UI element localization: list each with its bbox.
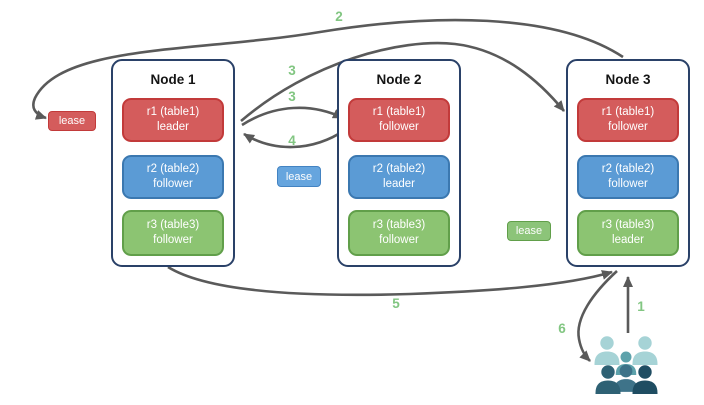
step-label-4: 4 bbox=[288, 133, 296, 148]
arrow-step-5-node1-to-node3 bbox=[167, 265, 613, 297]
step-label-6: 6 bbox=[558, 321, 566, 336]
replica-label: r2 (table2) bbox=[601, 163, 655, 176]
replica-role: leader bbox=[157, 121, 189, 133]
replica-label: r3 (table3) bbox=[601, 219, 655, 232]
users-icon bbox=[594, 336, 658, 394]
replica-label: r3 (table3) bbox=[372, 219, 426, 232]
lease-badge-r1: lease bbox=[48, 111, 96, 131]
node3-replica-r1: r1 (table1) follower bbox=[577, 98, 679, 142]
replica-role: follower bbox=[379, 234, 419, 246]
step-label-3b: 3 bbox=[288, 89, 296, 104]
arrow-step-3-node1-to-node2 bbox=[241, 106, 344, 127]
node-3: Node 3 r1 (table1) follower r2 (table2) … bbox=[566, 59, 690, 267]
replica-label: r2 (table2) bbox=[146, 163, 200, 176]
replica-label: r3 (table3) bbox=[146, 219, 200, 232]
arrow-step-2-node3-to-lease bbox=[32, 18, 624, 120]
node3-replica-r2: r2 (table2) follower bbox=[577, 155, 679, 199]
node-3-title: Node 3 bbox=[605, 72, 651, 87]
node1-replica-r2: r2 (table2) follower bbox=[122, 155, 224, 199]
step-label-3a: 3 bbox=[288, 63, 296, 78]
step-label-1: 1 bbox=[637, 299, 645, 314]
node2-replica-r1: r1 (table1) follower bbox=[348, 98, 450, 142]
replica-role: leader bbox=[383, 178, 415, 190]
lease-badge-r3: lease bbox=[507, 221, 551, 241]
lease-badge-r2: lease bbox=[277, 166, 321, 187]
replica-label: r1 (table1) bbox=[601, 106, 655, 119]
node-2-title: Node 2 bbox=[376, 72, 422, 87]
replica-role: leader bbox=[612, 234, 644, 246]
arrow-step-6-node3-to-client bbox=[577, 270, 618, 362]
replica-role: follower bbox=[379, 121, 419, 133]
node-2: Node 2 r1 (table1) follower r2 (table2) … bbox=[337, 59, 461, 267]
replica-role: follower bbox=[153, 178, 193, 190]
step-label-5: 5 bbox=[392, 296, 400, 311]
step-label-2: 2 bbox=[335, 9, 343, 24]
node3-replica-r3: r3 (table3) leader bbox=[577, 210, 679, 256]
arrow-step-3-node1-to-node3 bbox=[240, 41, 566, 122]
node2-replica-r2: r2 (table2) leader bbox=[348, 155, 450, 199]
node1-replica-r3: r3 (table3) follower bbox=[122, 210, 224, 256]
node1-replica-r1: r1 (table1) leader bbox=[122, 98, 224, 142]
replica-role: follower bbox=[608, 178, 648, 190]
node2-replica-r3: r3 (table3) follower bbox=[348, 210, 450, 256]
node-1: Node 1 r1 (table1) leader r2 (table2) fo… bbox=[111, 59, 235, 267]
node-1-title: Node 1 bbox=[150, 72, 196, 87]
arrow-step-4-node2-to-node1 bbox=[243, 128, 346, 149]
replica-label: r1 (table1) bbox=[372, 106, 426, 119]
replica-label: r1 (table1) bbox=[146, 106, 200, 119]
replica-role: follower bbox=[608, 121, 648, 133]
replica-label: r2 (table2) bbox=[372, 163, 426, 176]
replica-role: follower bbox=[153, 234, 193, 246]
